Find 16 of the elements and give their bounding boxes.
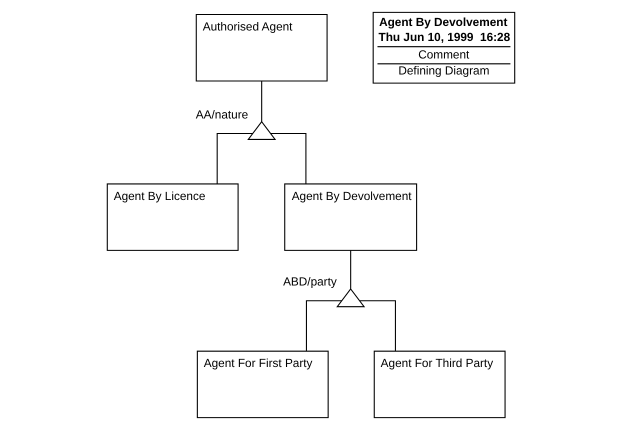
node-label: AA/nature bbox=[196, 108, 248, 122]
connector bbox=[350, 250, 352, 289]
node-box: Agent By Devolvement bbox=[284, 183, 418, 251]
connector bbox=[360, 300, 396, 351]
node-box: Agent By Licence bbox=[106, 183, 239, 251]
connector bbox=[261, 81, 262, 122]
connector bbox=[306, 300, 342, 351]
node-box: Authorised Agent bbox=[196, 14, 328, 82]
node-box: Agent For First Party bbox=[196, 350, 329, 418]
node-box: Agent By Devolvement Thu Jun 10, 1999 16:28 Comment Defining Diagram bbox=[372, 12, 516, 84]
connector bbox=[270, 132, 306, 184]
node-triangle bbox=[336, 288, 366, 308]
connector bbox=[216, 132, 253, 184]
node-label: ABD/party bbox=[283, 276, 337, 289]
node-triangle bbox=[247, 120, 276, 140]
node-box: Agent For Third Party bbox=[374, 350, 506, 418]
